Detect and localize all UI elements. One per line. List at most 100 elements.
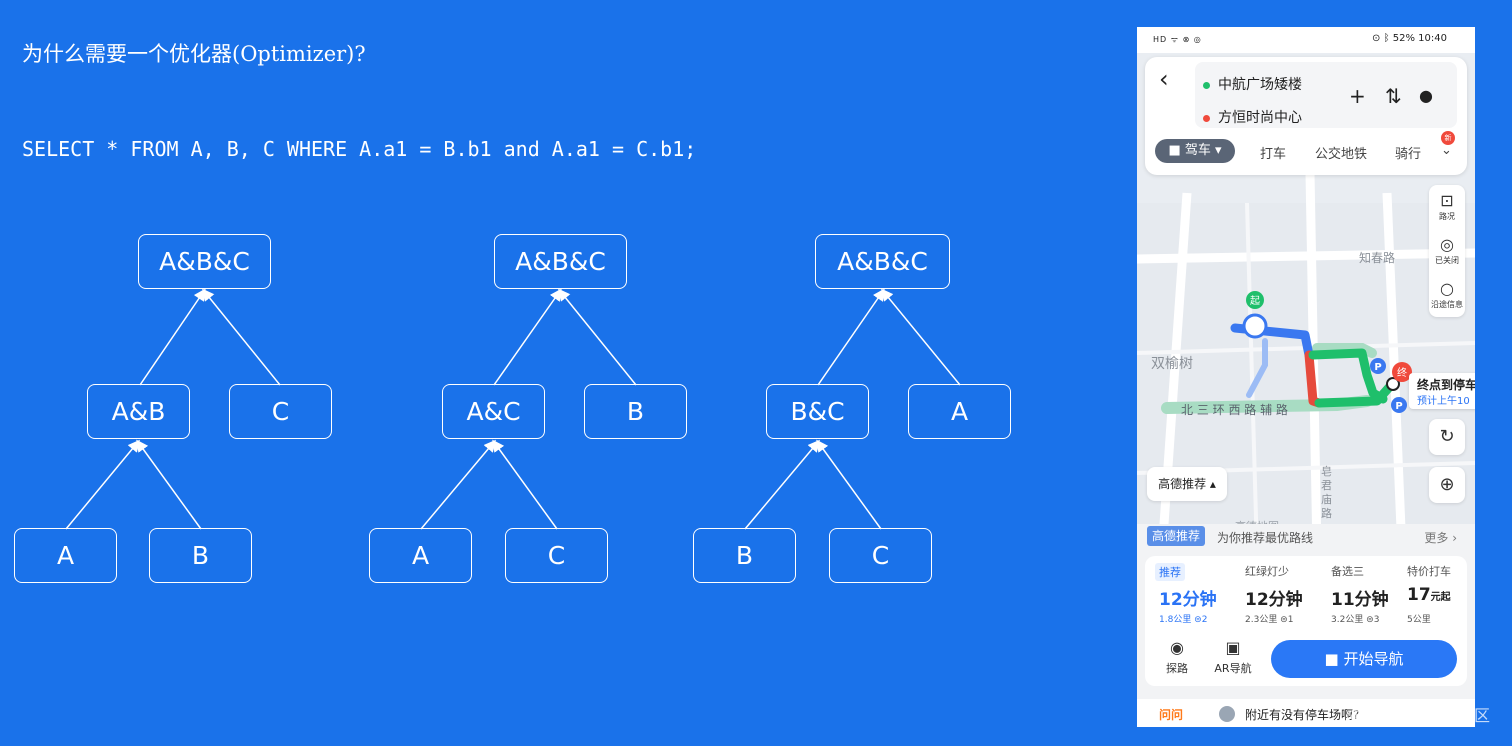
origin-field[interactable]: 中航广场矮楼 xyxy=(1203,74,1302,94)
new-badge: 新 xyxy=(1441,131,1455,145)
tree2-leaf-left-node: A xyxy=(369,528,472,583)
mode-drive-label: 驾车 xyxy=(1184,143,1211,158)
mode-taxi[interactable]: 打车 xyxy=(1260,147,1287,162)
route-options: 推荐 12分钟 1.8公里 ⊜2 红绿灯少 12分钟 2.3公里 ⊜1 备选三 … xyxy=(1145,556,1467,686)
route-time: 12分钟 xyxy=(1245,590,1303,610)
route-inputs: 中航广场矮楼 方恒时尚中心 + ⇅ ● xyxy=(1195,62,1457,128)
end-marker: 终 xyxy=(1397,366,1407,379)
end-bubble-title: 终点到停车 xyxy=(1417,378,1475,392)
mode-bike[interactable]: 骑行 xyxy=(1395,147,1422,162)
map-label-beisanhuan: 北 三 环 西 路 辅 路 xyxy=(1181,403,1288,417)
tree3-leaf-right-node: C xyxy=(829,528,932,583)
origin-dot-icon xyxy=(1203,81,1210,89)
chevron-down-icon[interactable]: ⌄ xyxy=(1441,143,1452,158)
route-distance: 3.2公里 ⊜3 xyxy=(1331,615,1380,625)
end-bubble[interactable]: 终点到停车 预计上午10 xyxy=(1409,373,1475,409)
map-label-shuangyushu: 双榆树 xyxy=(1151,356,1193,372)
phone-screen: HD ᯤ ⊗ ◎ ⊙ ᛒ 52% 10:40 xyxy=(1137,27,1475,727)
route-time: 11分钟 xyxy=(1331,590,1389,610)
recommend-bar: 高德推荐 为你推荐最优路线 更多 › xyxy=(1147,526,1465,548)
refresh-button[interactable]: ↻ xyxy=(1429,419,1465,455)
svg-text:P: P xyxy=(1395,401,1402,412)
route-option-2[interactable]: 红绿灯少 12分钟 2.3公里 ⊜1 xyxy=(1231,556,1311,632)
route-label: 特价打车 xyxy=(1407,565,1451,578)
tool-along-label: 沿途信息 xyxy=(1431,300,1463,309)
route-distance: 2.3公里 ⊜1 xyxy=(1245,615,1294,625)
microphone-icon[interactable]: ● xyxy=(1419,86,1433,105)
destination-dot-icon xyxy=(1203,114,1210,122)
route-option-3[interactable]: 备选三 11分钟 3.2公里 ⊜3 xyxy=(1317,556,1397,632)
tree2-leaf-right-node: C xyxy=(505,528,608,583)
explore-button[interactable]: ◉ 探路 xyxy=(1155,638,1199,676)
mode-transit[interactable]: 公交地铁 xyxy=(1315,147,1368,162)
ask-logo: 问问 xyxy=(1159,708,1184,722)
route-label: 推荐 xyxy=(1155,563,1185,581)
tree2-mid-node: A&C xyxy=(442,384,545,439)
car-icon: ■ xyxy=(1324,650,1344,668)
route-price: 17元起 xyxy=(1407,585,1451,605)
route-label: 备选三 xyxy=(1331,565,1364,578)
map-tools: ⊡ 路况 ◎已关闭 ○ 沿途信息 xyxy=(1429,185,1465,317)
recommend-tag: 高德推荐 xyxy=(1147,526,1206,546)
tree1-mid-node: A&B xyxy=(87,384,190,439)
add-waypoint-icon[interactable]: + xyxy=(1349,84,1366,108)
status-bar: HD ᯤ ⊗ ◎ ⊙ ᛒ 52% 10:40 xyxy=(1137,27,1475,53)
route-label: 红绿灯少 xyxy=(1245,565,1289,578)
map-label-zhichun: 知春路 xyxy=(1359,251,1396,265)
tree3-right-node: A xyxy=(908,384,1011,439)
tree3-root-node: A&B&C xyxy=(815,234,950,289)
tool-limit[interactable]: ◎已关闭 xyxy=(1429,235,1465,266)
refresh-icon: ↻ xyxy=(1439,426,1455,447)
tree-edges xyxy=(65,288,961,530)
tree2-root-node: A&B&C xyxy=(494,234,627,289)
tree3-leaf-left-node: B xyxy=(693,528,796,583)
car-icon: ■ xyxy=(1168,143,1185,158)
route-distance: 1.8公里 ⊜2 xyxy=(1159,615,1208,625)
locate-icon: ⊕ xyxy=(1439,474,1455,495)
destination-text: 方恒时尚中心 xyxy=(1218,110,1302,126)
status-right: ⊙ ᛒ 52% 10:40 xyxy=(1372,33,1447,44)
start-navigation-button[interactable]: ■ 开始导航 xyxy=(1271,640,1457,678)
sql-query: SELECT * FROM A, B, C WHERE A.a1 = B.b1 … xyxy=(22,137,697,161)
avatar xyxy=(1219,706,1235,722)
ask-bar[interactable]: 问问 附近有没有停车场啊? xyxy=(1137,699,1475,727)
swap-icon[interactable]: ⇅ xyxy=(1385,84,1402,108)
tool-along[interactable]: ○ 沿途信息 xyxy=(1429,279,1465,310)
ar-nav-button[interactable]: ▣ AR导航 xyxy=(1211,638,1255,676)
origin-text: 中航广场矮楼 xyxy=(1218,77,1302,93)
mode-drive[interactable]: ■ 驾车 ▾ xyxy=(1155,139,1235,163)
tree1-root-node: A&B&C xyxy=(138,234,271,289)
tree2-right-node: B xyxy=(584,384,687,439)
watermark: @稀土掘金技术社区 xyxy=(1345,706,1490,725)
route-price-value: 17 xyxy=(1407,585,1431,605)
slide-title: 为什么需要一个优化器(Optimizer)? xyxy=(22,42,366,66)
locate-button[interactable]: ⊕ xyxy=(1429,467,1465,503)
tree1-right-node: C xyxy=(229,384,332,439)
more-link[interactable]: 更多 › xyxy=(1424,531,1457,545)
ar-nav-label: AR导航 xyxy=(1214,662,1252,675)
route-option-1[interactable]: 推荐 12分钟 1.8公里 ⊜2 xyxy=(1145,556,1225,632)
tree1-leaf-left-node: A xyxy=(14,528,117,583)
map-label-zaojunmiao: 皂 君 庙 路 xyxy=(1321,465,1332,520)
search-icon: ○ xyxy=(1440,279,1454,298)
route-search-card: ‹ 中航广场矮楼 方恒时尚中心 + ⇅ ● ■ 驾车 ▾ 打车 公交地铁 骑行 … xyxy=(1145,57,1467,175)
tool-limit-label: 已关闭 xyxy=(1435,256,1459,265)
destination-field[interactable]: 方恒时尚中心 xyxy=(1203,107,1302,127)
end-bubble-sub: 预计上午10 xyxy=(1417,396,1470,407)
explore-icon: ◉ xyxy=(1170,638,1184,657)
transport-modes: ■ 驾车 ▾ 打车 公交地铁 骑行 ⌄ 新 xyxy=(1155,131,1461,165)
back-arrow-icon[interactable]: ‹ xyxy=(1159,65,1169,93)
tool-traffic[interactable]: ⊡ 路况 xyxy=(1429,191,1465,222)
ar-icon: ▣ xyxy=(1225,638,1241,657)
route-option-taxi[interactable]: 特价打车 17元起 5公里 xyxy=(1393,556,1473,632)
route-price-unit: 元起 xyxy=(1430,592,1451,603)
start-navigation-label: 开始导航 xyxy=(1343,650,1404,668)
tree3-mid-node: B&C xyxy=(766,384,869,439)
traffic-icon: ⊡ xyxy=(1440,191,1454,210)
status-left: HD ᯤ ⊗ ◎ xyxy=(1153,35,1202,44)
recommend-toggle[interactable]: 高德推荐 ▴ xyxy=(1147,467,1227,501)
explore-label: 探路 xyxy=(1166,662,1188,675)
tool-traffic-label: 路况 xyxy=(1439,212,1455,221)
start-marker: 起 xyxy=(1250,295,1260,307)
ask-question: 附近有没有停车场啊? xyxy=(1245,708,1360,722)
